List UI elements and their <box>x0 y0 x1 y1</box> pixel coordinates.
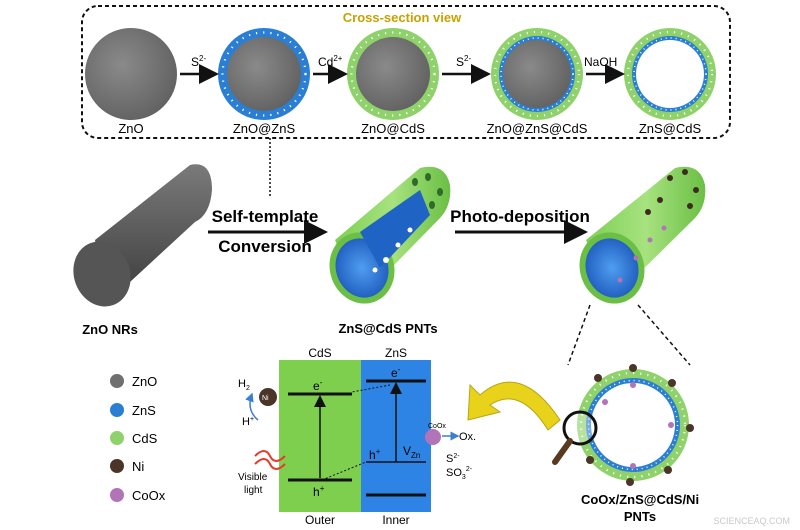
legend-label-cds: CdS <box>132 431 158 446</box>
zno-zns-cds-section <box>491 28 583 120</box>
cds-electron: e- <box>313 378 323 393</box>
label-zno-nrs: ZnO NRs <box>82 322 138 337</box>
legend-label-ni: Ni <box>132 459 144 474</box>
stage-label-zno: ZnO <box>118 121 143 136</box>
legend-swatch-coox <box>110 488 124 502</box>
h2-evolution-arrow <box>245 392 259 421</box>
ni-particle <box>259 388 277 406</box>
stage-label-zns-cds: ZnS@CdS <box>639 121 702 136</box>
legend-swatch-cds <box>110 431 124 445</box>
band-diagram: CdS ZnS Outer Inner e- h+ e- h+ VZn Ni H… <box>238 346 476 527</box>
zns-electron: e- <box>391 365 401 380</box>
legend-swatch-zno <box>110 374 124 388</box>
label-final-line1: CoOx/ZnS@CdS/Ni <box>581 492 699 507</box>
zoom-line-right <box>637 304 691 366</box>
legend-swatch-ni <box>110 459 124 473</box>
label-zns-cds-pnts: ZnS@CdS PNTs <box>338 321 437 336</box>
stage-label-zno-zns: ZnO@ZnS <box>233 121 296 136</box>
zns-cds-section <box>624 28 716 120</box>
zno-zns-section <box>218 28 310 120</box>
hplus-label: H+ <box>242 416 254 428</box>
electron-transfer <box>351 384 391 393</box>
reagent-naoh: NaOH <box>584 55 617 69</box>
zno-cds-section <box>347 28 439 120</box>
band-label-outer: Outer <box>305 513 335 527</box>
visible-light-line2: light <box>244 485 263 496</box>
coox-label: CoOx <box>428 423 446 430</box>
legend-swatch-zns <box>110 403 124 417</box>
yellow-arrow-icon <box>467 381 561 431</box>
reagent-cd2: Cd2+ <box>318 54 343 69</box>
stage-label-zno-cds: ZnO@CdS <box>361 121 425 136</box>
watermark: SCIENCEAQ.COM <box>713 516 790 526</box>
reagent-s2-a: S2- <box>191 54 206 69</box>
reagent-s2-b: S2- <box>456 54 471 69</box>
step-photo-deposition: Photo-deposition <box>450 207 590 226</box>
cross-section-title: Cross-section view <box>343 10 462 25</box>
ox-label: Ox. <box>459 431 476 443</box>
visible-light-icon <box>254 450 286 470</box>
ni-label: Ni <box>262 395 269 402</box>
legend-label-coox: CoOx <box>132 488 166 503</box>
visible-light-line1: Visible <box>238 472 268 483</box>
zoom-line-left <box>567 304 591 366</box>
zno-nanorod <box>73 164 212 307</box>
zns-hole: h+ <box>369 447 381 462</box>
legend-label-zns: ZnS <box>132 403 156 418</box>
h2-label: H2 <box>238 378 250 392</box>
cds-hole: h+ <box>313 484 325 499</box>
legend: ZnO ZnS CdS Ni CoOx <box>110 374 166 503</box>
label-final-line2: PNTs <box>624 509 656 524</box>
legend-label-zno: ZnO <box>132 374 157 389</box>
step-self-template: Self-template <box>212 207 319 226</box>
s2-label: S2- <box>446 453 460 465</box>
band-label-zns: ZnS <box>385 346 407 360</box>
zns-cds-tube <box>329 166 451 304</box>
final-cross-section <box>577 364 694 486</box>
cross-section-box <box>81 5 731 139</box>
so3-label: SO32- <box>446 466 473 481</box>
step-conversion: Conversion <box>218 237 312 256</box>
zno-core <box>85 28 177 120</box>
vzn-label: VZn <box>403 444 420 460</box>
coox-particle <box>425 429 441 445</box>
band-label-inner: Inner <box>382 513 409 527</box>
stage-label-zno-zns-cds: ZnO@ZnS@CdS <box>487 121 588 136</box>
band-label-cds: CdS <box>308 346 331 360</box>
magnifier-icon <box>552 410 598 465</box>
final-tube <box>579 166 706 304</box>
